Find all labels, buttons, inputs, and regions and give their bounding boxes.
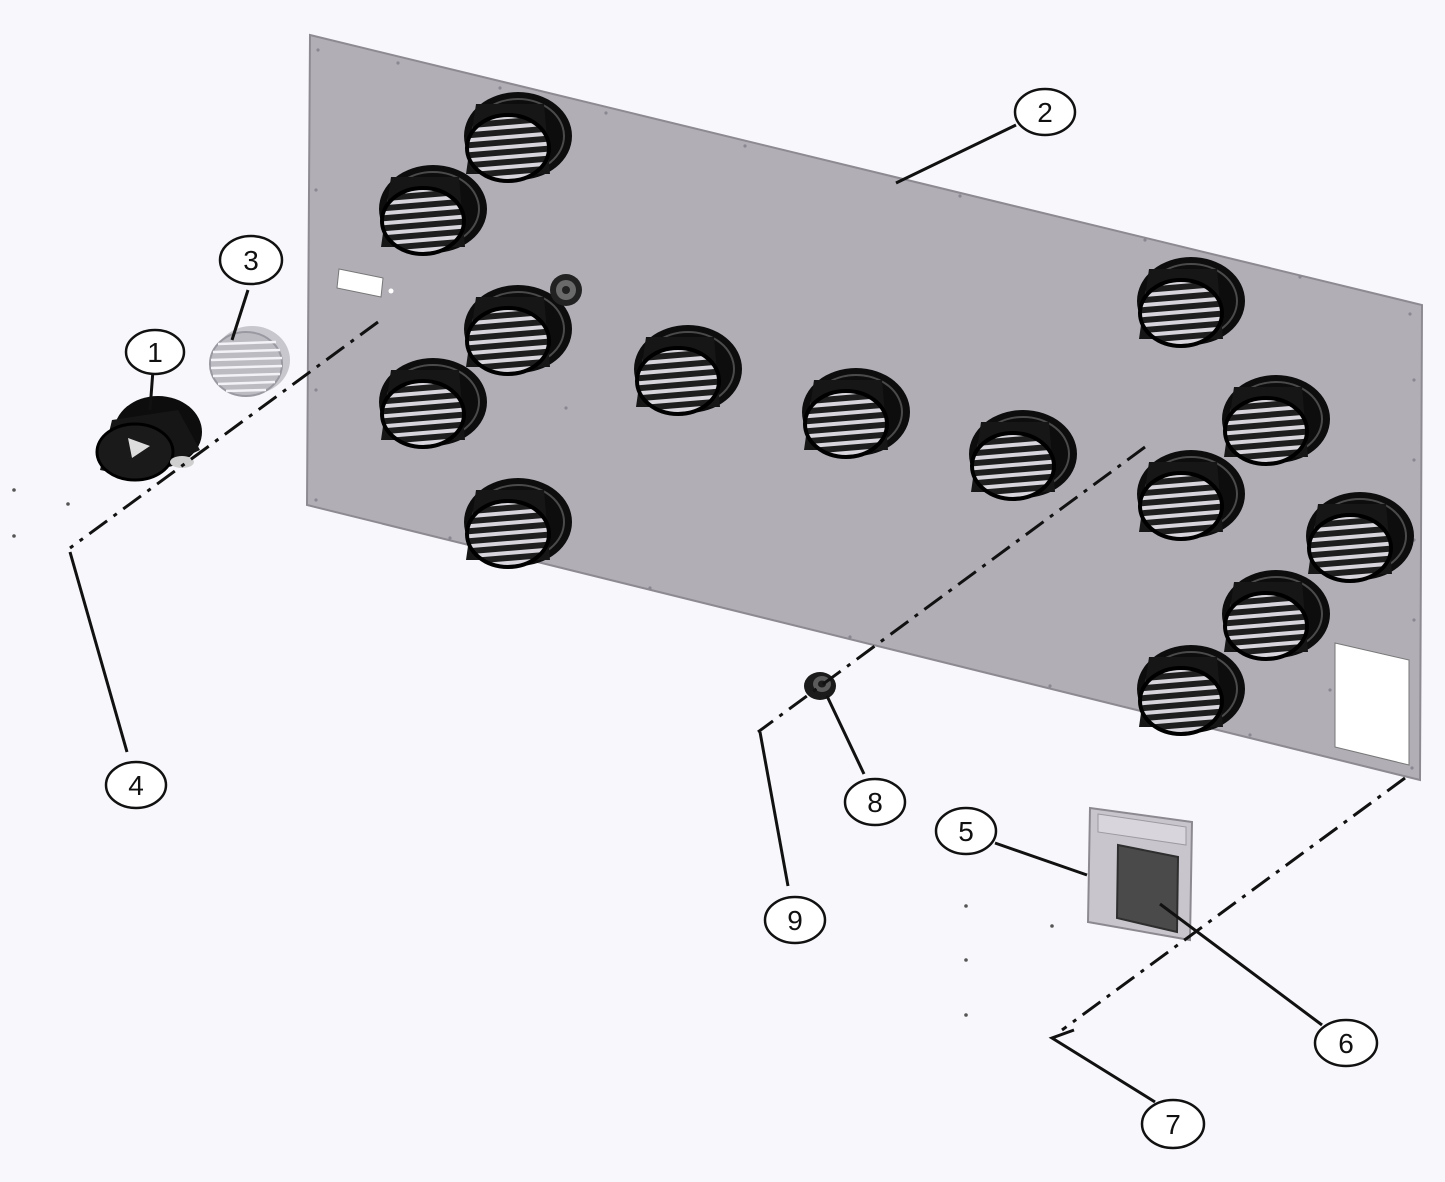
callout-8: 8: [843, 777, 907, 827]
callout-2: 2: [1013, 87, 1077, 137]
callout-4: 4: [104, 760, 168, 810]
callout-1: 1: [124, 328, 186, 376]
callout-label: 2: [1037, 97, 1053, 128]
callout-7: 7: [1140, 1098, 1206, 1150]
callout-label: 4: [128, 770, 144, 801]
callout-label: 8: [867, 787, 883, 818]
explode-center-lines: [69, 320, 1406, 1032]
callout-label: 1: [147, 337, 163, 368]
grommet-part-8-icon: [804, 672, 836, 700]
callout-label: 5: [958, 816, 974, 847]
callout-label: 7: [1165, 1109, 1181, 1140]
leader-lines: [68, 123, 1323, 1104]
callout-5: 5: [934, 806, 998, 856]
callout-label: 6: [1338, 1028, 1354, 1059]
panel-grommet-icon: [550, 274, 582, 306]
callout-label: 9: [787, 905, 803, 936]
screw-markers: [12, 488, 1054, 1017]
grille-part-3-icon: [209, 326, 290, 397]
electrical-box-part-5-icon: [1086, 806, 1194, 942]
collar-part-1-icon: [95, 396, 202, 482]
callout-9: 9: [763, 895, 827, 945]
callout-6: 6: [1313, 1018, 1379, 1068]
callout-label: 3: [243, 245, 259, 276]
callout-3: 3: [218, 234, 284, 286]
